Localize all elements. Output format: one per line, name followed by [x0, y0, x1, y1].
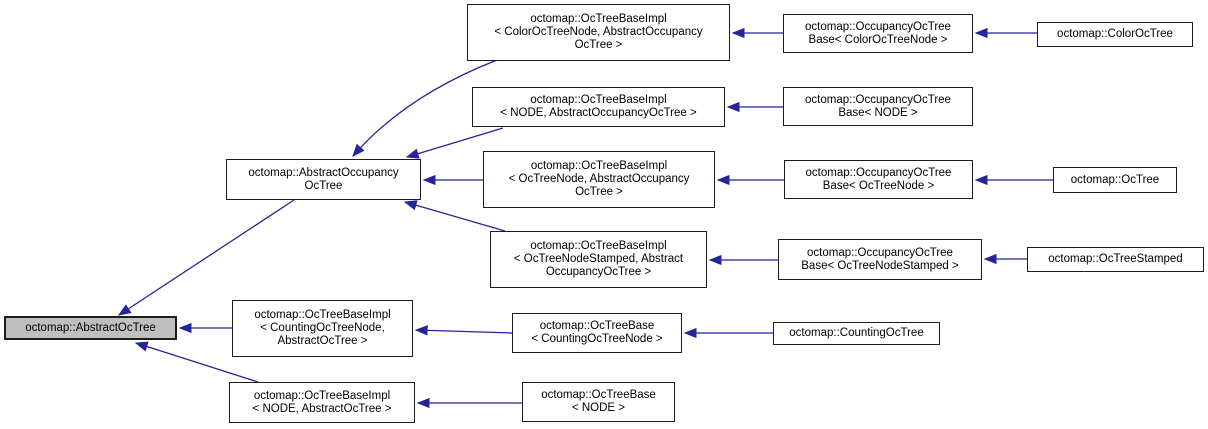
- inheritance-edge-octreebase-countingoctreenode--octreebaseimpl-countingoctreenode: [414, 325, 513, 336]
- class-node-octreebaseimpl-node-abstractoctree[interactable]: octomap::OcTreeBaseImpl< NODE, AbstractO…: [229, 382, 415, 423]
- class-node-label-line: < CountingOcTreeNode,: [260, 322, 385, 334]
- class-node-octreebaseimpl-colorocttreenode[interactable]: octomap::OcTreeBaseImpl< ColorOcTreeNode…: [467, 4, 730, 61]
- inheritance-edge-abstract-occupancy-octree--abstract-octree: [117, 199, 295, 316]
- class-node-label-line: < NODE, AbstractOcTree >: [252, 402, 392, 415]
- inheritance-edge-octreebaseimpl-colorocttreenode--abstract-occupancy-octree: [352, 59, 498, 157]
- class-node-label-line: octomap::OccupancyOcTree: [805, 93, 951, 106]
- class-node-octreebaseimpl-node-abstractoccupancyoctree[interactable]: octomap::OcTreeBaseImpl< NODE, AbstractO…: [472, 87, 725, 127]
- class-node-label-line: octomap::OccupancyOcTree: [807, 246, 953, 259]
- class-node-label-line: Base< OcTreeNodeStamped >: [801, 259, 959, 272]
- class-node-label-line: octomap::ColorOcTree: [1057, 28, 1173, 40]
- class-node-octree[interactable]: octomap::OcTree: [1053, 167, 1177, 193]
- class-node-label-line: octomap::OcTreeBase: [541, 389, 656, 401]
- class-node-label-line: octomap::OcTreeBaseImpl: [530, 94, 667, 106]
- edge-group: [117, 27, 1053, 409]
- class-node-octreebase-countingoctreenode[interactable]: octomap::OcTreeBase< CountingOcTreeNode …: [512, 313, 682, 353]
- class-node-label-line: AbstractOcTree >: [277, 335, 368, 347]
- class-node-octree-stamped[interactable]: octomap::OcTreeStamped: [1027, 247, 1204, 272]
- class-node-label-line: octomap::OcTreeBaseImpl: [530, 240, 667, 252]
- class-node-label-line: Base< OcTreeNode >: [822, 179, 935, 192]
- class-node-label-line: octomap::OcTreeBaseImpl: [530, 13, 667, 25]
- class-node-label-line: octomap::AbstractOcTree: [25, 321, 156, 334]
- class-node-label-line: octomap::OcTreeBaseImpl: [254, 309, 391, 321]
- class-node-label-line: OcTree: [304, 179, 343, 192]
- class-node-label-line: OcTree >: [575, 186, 623, 198]
- class-node-octreebaseimpl-octreenodestamped[interactable]: octomap::OcTreeBaseImpl< OcTreeNodeStamp…: [490, 231, 707, 288]
- inheritance-edge-octreebaseimpl-node-abstractoccupancyoctree--abstract-occupancy-octree: [405, 127, 504, 159]
- class-node-abstract-octree: octomap::AbstractOcTree: [4, 316, 177, 340]
- class-node-label-line: octomap::OcTree: [1070, 173, 1160, 186]
- class-node-label-line: OcTree >: [574, 39, 623, 51]
- inheritance-edge-octreebaseimpl-node-abstractoctree--abstract-octree: [134, 341, 259, 383]
- class-node-label-line: < NODE >: [571, 402, 626, 414]
- class-node-octreebase-node[interactable]: octomap::OcTreeBase< NODE >: [522, 382, 675, 422]
- class-node-label-line: Base< ColorOcTreeNode >: [808, 33, 948, 46]
- class-node-label-line: < CountingOcTreeNode >: [531, 333, 663, 345]
- class-node-label-line: octomap::OcTreeBaseImpl: [530, 160, 668, 172]
- class-node-label-line: octomap::AbstractOccupancy: [248, 166, 399, 179]
- class-node-color-octree[interactable]: octomap::ColorOcTree: [1037, 22, 1193, 47]
- class-node-octreebaseimpl-countingoctreenode[interactable]: octomap::OcTreeBaseImpl< CountingOcTreeN…: [232, 300, 413, 357]
- class-node-label-line: octomap::OcTreeBaseImpl: [253, 389, 391, 402]
- class-node-label-line: octomap::OcTreeBase: [539, 320, 655, 332]
- class-node-label-line: octomap::CountingOcTree: [789, 327, 924, 339]
- class-node-octreebaseimpl-octreenode[interactable]: octomap::OcTreeBaseImpl< OcTreeNode, Abs…: [483, 151, 715, 208]
- class-node-label-line: Base< NODE >: [838, 106, 918, 119]
- class-node-label-line: < ColorOcTreeNode, AbstractOccupancy: [494, 26, 703, 38]
- class-node-label-line: OccupancyOcTree >: [545, 266, 652, 278]
- class-node-label-line: < OcTreeNodeStamped, Abstract: [513, 253, 684, 265]
- class-node-counting-octree[interactable]: octomap::CountingOcTree: [773, 322, 940, 345]
- class-node-label-line: octomap::OcTreeStamped: [1048, 253, 1183, 265]
- inheritance-edge-octreebaseimpl-octreenodestamped--abstract-occupancy-octree: [403, 200, 506, 232]
- class-node-label-line: < NODE, AbstractOccupancyOcTree >: [500, 107, 697, 119]
- class-node-label-line: octomap::OccupancyOcTree: [805, 20, 951, 33]
- class-node-label-line: octomap::OccupancyOcTree: [805, 166, 952, 179]
- class-node-label-line: < OcTreeNode, AbstractOccupancy: [508, 173, 690, 185]
